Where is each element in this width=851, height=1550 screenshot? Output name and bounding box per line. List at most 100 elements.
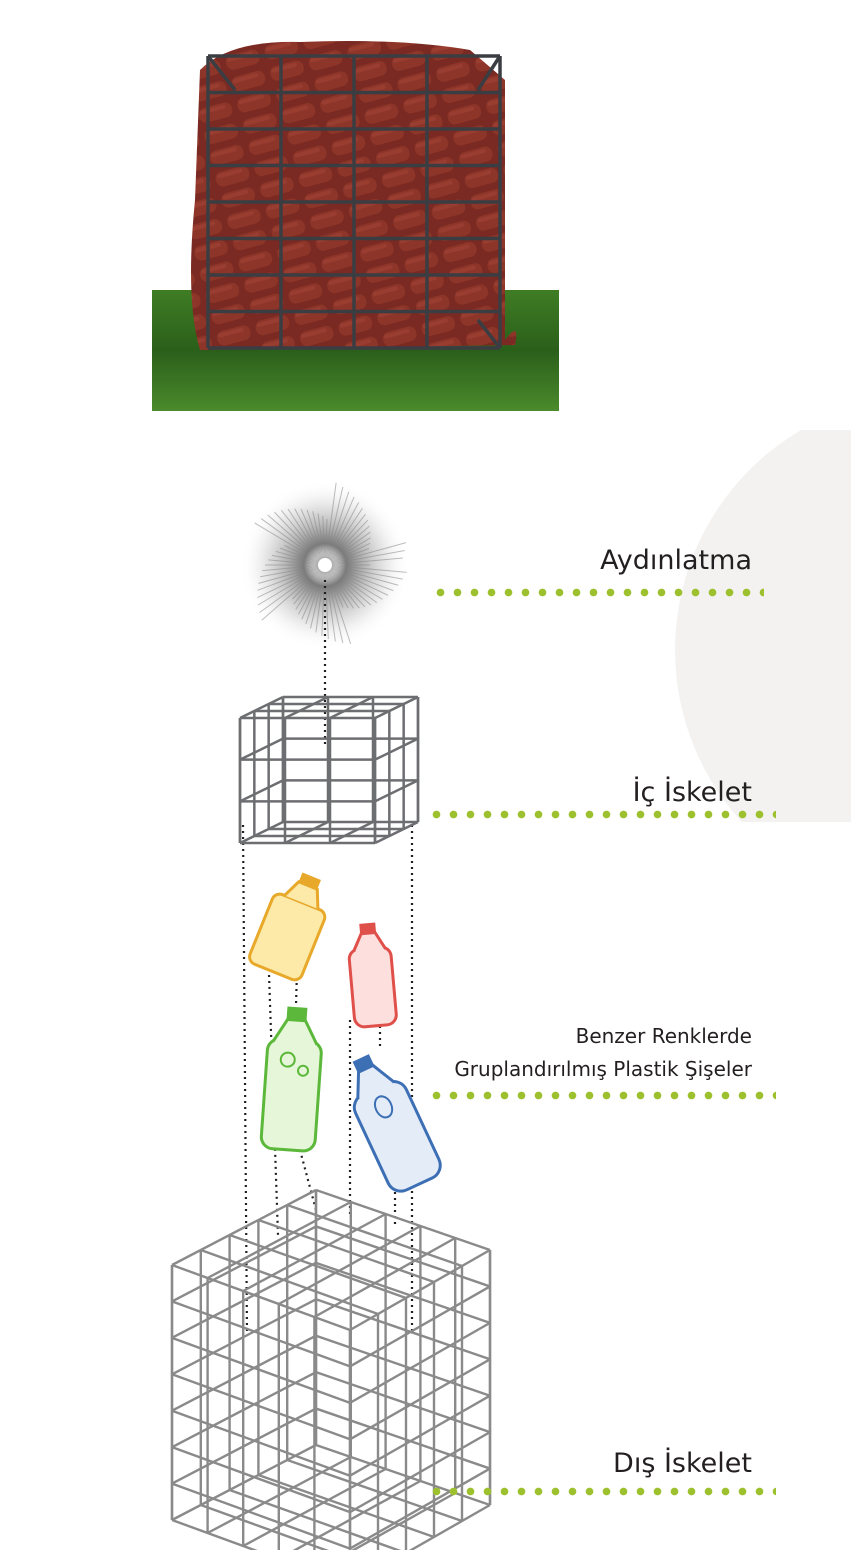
label-inner-frame: İç İskelet bbox=[632, 777, 752, 808]
light-ray bbox=[324, 531, 371, 566]
light-ray bbox=[295, 564, 326, 610]
frame-bar bbox=[349, 1467, 491, 1550]
light-ray bbox=[294, 508, 326, 566]
label-outer-frame-dots bbox=[428, 1487, 776, 1496]
frame-bar bbox=[258, 1473, 435, 1539]
frame-bar bbox=[278, 1224, 421, 1306]
frame-bar bbox=[171, 1443, 317, 1522]
frame-bar bbox=[292, 1479, 421, 1550]
light-ray bbox=[310, 564, 326, 629]
light-ray bbox=[324, 564, 344, 644]
light-ray bbox=[324, 564, 378, 604]
light-ray bbox=[257, 564, 326, 598]
frame-bar bbox=[171, 1373, 351, 1441]
light-ray bbox=[324, 513, 366, 566]
frame-bar bbox=[315, 1298, 491, 1361]
label-bottles-dots bbox=[428, 1091, 776, 1100]
light-ray bbox=[287, 508, 326, 566]
light-ray bbox=[257, 564, 326, 606]
light-ray bbox=[324, 564, 394, 592]
frame-bar bbox=[171, 1298, 317, 1376]
light-ray bbox=[317, 513, 326, 566]
frame-bar bbox=[200, 1503, 329, 1550]
frame-bar bbox=[329, 695, 374, 720]
frame-bar bbox=[242, 1212, 387, 1293]
frame-bar bbox=[171, 1263, 351, 1332]
label-inner-frame-dots bbox=[428, 810, 776, 819]
frame-bar bbox=[315, 1371, 491, 1434]
light-ray bbox=[268, 559, 326, 566]
light-ray bbox=[322, 516, 326, 566]
light-ray bbox=[324, 564, 399, 586]
frame-bar bbox=[171, 1261, 317, 1339]
light-ray bbox=[259, 564, 326, 614]
light-ray bbox=[324, 564, 372, 606]
metal-cage bbox=[206, 54, 502, 350]
background-circle bbox=[675, 430, 851, 822]
light-ray bbox=[324, 507, 363, 566]
frame-bar bbox=[206, 54, 237, 92]
frame-bar bbox=[171, 1225, 317, 1303]
light-ray bbox=[305, 564, 326, 625]
label-outer-frame: Dış İskelet bbox=[613, 1448, 752, 1479]
light-ray bbox=[275, 550, 326, 566]
label-bottles-line1: Benzer Renklerde bbox=[575, 1024, 752, 1048]
light-ray bbox=[324, 564, 389, 596]
light-ray bbox=[301, 564, 326, 620]
light-ray bbox=[300, 508, 326, 566]
frame-bar bbox=[258, 1218, 435, 1284]
light-ray bbox=[324, 542, 371, 566]
label-lighting: Aydınlatma bbox=[600, 545, 752, 576]
frame-bar bbox=[374, 695, 419, 720]
light-ray bbox=[324, 564, 403, 580]
light-ray bbox=[324, 537, 371, 566]
green-bottle-icon bbox=[259, 1006, 323, 1153]
light-ray bbox=[324, 482, 337, 566]
frame-bar bbox=[207, 1200, 352, 1280]
light-ray bbox=[324, 519, 328, 566]
light-ray bbox=[259, 564, 326, 578]
light-ray bbox=[267, 514, 326, 566]
gabion-photo bbox=[152, 30, 559, 411]
frame-bar bbox=[284, 820, 329, 845]
light-ray bbox=[324, 502, 360, 566]
label-bottles-line2: Gruplandırılmış Plastik Şişeler bbox=[454, 1057, 752, 1081]
light-ray bbox=[324, 525, 370, 566]
frame-bar bbox=[315, 1188, 491, 1252]
light-ray bbox=[324, 491, 350, 566]
frame-bar bbox=[229, 1488, 402, 1550]
light-ray bbox=[292, 564, 326, 600]
frame-bar bbox=[171, 1518, 258, 1550]
frame-bar bbox=[313, 1236, 456, 1319]
light-ray bbox=[324, 542, 407, 566]
frame-bar bbox=[476, 55, 502, 91]
light-ray bbox=[260, 518, 326, 566]
yellow-bottle-icon bbox=[248, 872, 327, 982]
light-ray bbox=[324, 548, 370, 566]
light-ray bbox=[324, 564, 383, 600]
red-bottle-icon bbox=[347, 922, 398, 1029]
light-ray bbox=[298, 564, 326, 615]
frame-bar bbox=[239, 779, 284, 803]
label-lighting-dots bbox=[432, 588, 764, 597]
frame-bar bbox=[171, 1188, 317, 1267]
light-ray bbox=[279, 547, 326, 566]
frame-bar bbox=[286, 1203, 463, 1268]
light-ray bbox=[324, 550, 405, 566]
frame-bar bbox=[171, 1371, 317, 1449]
light-ray bbox=[324, 564, 336, 642]
light-ray bbox=[324, 564, 355, 609]
light-ray bbox=[324, 564, 407, 573]
light-ray bbox=[324, 519, 369, 566]
light-ray bbox=[324, 564, 349, 609]
light-ray bbox=[262, 564, 326, 572]
light-ray bbox=[324, 486, 344, 566]
frame-bar bbox=[476, 318, 502, 350]
frame-bar bbox=[171, 1336, 351, 1404]
frame-bar bbox=[351, 1491, 456, 1550]
frame-bar bbox=[374, 820, 419, 845]
frame-bar bbox=[207, 1455, 352, 1535]
frame-bar bbox=[171, 1482, 351, 1550]
frame-bar bbox=[284, 695, 329, 720]
light-ray bbox=[324, 496, 355, 566]
